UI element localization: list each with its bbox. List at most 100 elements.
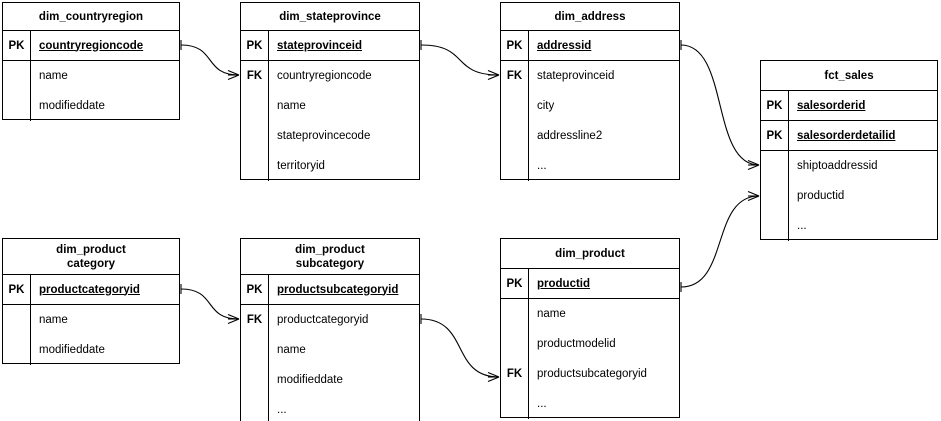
attribute-name: city [537,100,555,112]
attribute-name: stateprovinceid [277,39,362,52]
attribute-row[interactable]: shiptoaddressid [761,151,937,181]
key-badge [241,151,269,181]
attribute-row[interactable]: PK salesorderdetailid [761,121,937,151]
attribute-row[interactable]: PK salesorderid [761,91,937,121]
attribute-row[interactable]: ... [761,211,937,241]
key-badge: FK [501,359,529,389]
attribute-row[interactable]: PK productcategoryid [3,275,179,305]
attribute-row[interactable]: modifieddate [3,335,179,365]
entity-title-line: subcategory [295,257,365,270]
attribute-name: salesorderdetailid [797,129,896,142]
entity-title-line: dim_countryregion [38,10,144,23]
attribute-row[interactable]: addressline2 [501,121,679,151]
attribute-row[interactable]: name [501,299,679,329]
key-badge [241,91,269,121]
key-badge: FK [501,61,529,91]
key-badge [501,389,529,419]
key-badge [761,211,789,241]
attribute-row[interactable]: FK productsubcategoryid [501,359,679,389]
key-badge: PK [761,91,789,120]
entity-title-line: dim_product [295,243,365,256]
relationship-rel-productsubcategory-product [420,314,500,383]
attribute-name: modifieddate [277,374,343,386]
relationship-rel-product-fctsales [680,190,760,292]
key-badge [501,329,529,359]
attribute-name: productid [537,277,591,290]
attribute-row[interactable]: productmodelid [501,329,679,359]
attribute-row[interactable]: name [3,305,179,335]
entity-title-line: dim_product [56,243,126,256]
relationship-rel-productcategory-productsubcategory [180,284,240,325]
attribute-row[interactable]: modifieddate [241,365,419,395]
attribute-name: countryregioncode [39,39,144,52]
attribute-row[interactable]: PK addressid [501,31,679,61]
key-badge: PK [241,31,269,60]
attribute-row[interactable]: ... [501,151,679,181]
key-badge: PK [501,31,529,60]
attribute-name: ... [537,398,547,410]
key-badge [3,305,31,335]
entity-title-dim_countryregion: dim_countryregion [3,3,179,31]
key-badge [241,365,269,395]
attribute-name: name [277,100,306,112]
attribute-row[interactable]: ... [501,389,679,419]
entity-title-line: category [67,257,115,270]
attribute-name: productsubcategoryid [537,368,647,380]
attribute-row[interactable]: name [3,61,179,91]
attribute-row[interactable]: name [241,91,419,121]
key-badge [761,151,789,181]
attribute-row[interactable]: productid [761,181,937,211]
attribute-name: modifieddate [39,344,105,356]
attribute-row[interactable]: city [501,91,679,121]
entity-title-line: dim_product [555,247,625,260]
attribute-name: name [39,70,68,82]
key-badge [241,395,269,421]
attribute-name: name [277,344,306,356]
attribute-name: modifieddate [39,100,105,112]
key-badge [501,121,529,151]
attribute-row[interactable]: stateprovincecode [241,121,419,151]
entity-title-line: dim_stateprovince [279,10,381,23]
key-badge: PK [3,275,31,304]
attribute-name: name [537,308,566,320]
key-badge [3,61,31,91]
attribute-name: productsubcategoryid [277,283,399,296]
key-badge [3,335,31,365]
attribute-row[interactable]: modifieddate [3,91,179,121]
attribute-name: name [39,314,68,326]
key-badge [241,121,269,151]
attribute-name: stateprovincecode [277,130,371,142]
entity-title-dim_address: dim_address [501,3,679,31]
attribute-row[interactable]: ... [241,395,419,421]
attribute-name: productcategoryid [39,283,140,296]
attribute-name: salesorderid [797,99,866,112]
attribute-row[interactable]: name [241,335,419,365]
attribute-row[interactable]: PK stateprovinceid [241,31,419,61]
attribute-name: countryregioncode [277,70,372,82]
attribute-name: addressid [537,39,592,52]
attribute-name: productid [797,190,845,202]
attribute-row[interactable]: territoryid [241,151,419,181]
attribute-row[interactable]: FK countryregioncode [241,61,419,91]
attribute-name: ... [537,160,547,172]
entity-title-fct_sales: fct_sales [761,61,937,91]
key-badge: FK [241,305,269,335]
key-badge: PK [761,121,789,150]
key-badge [501,299,529,329]
key-badge [3,91,31,121]
key-badge: FK [241,61,269,91]
